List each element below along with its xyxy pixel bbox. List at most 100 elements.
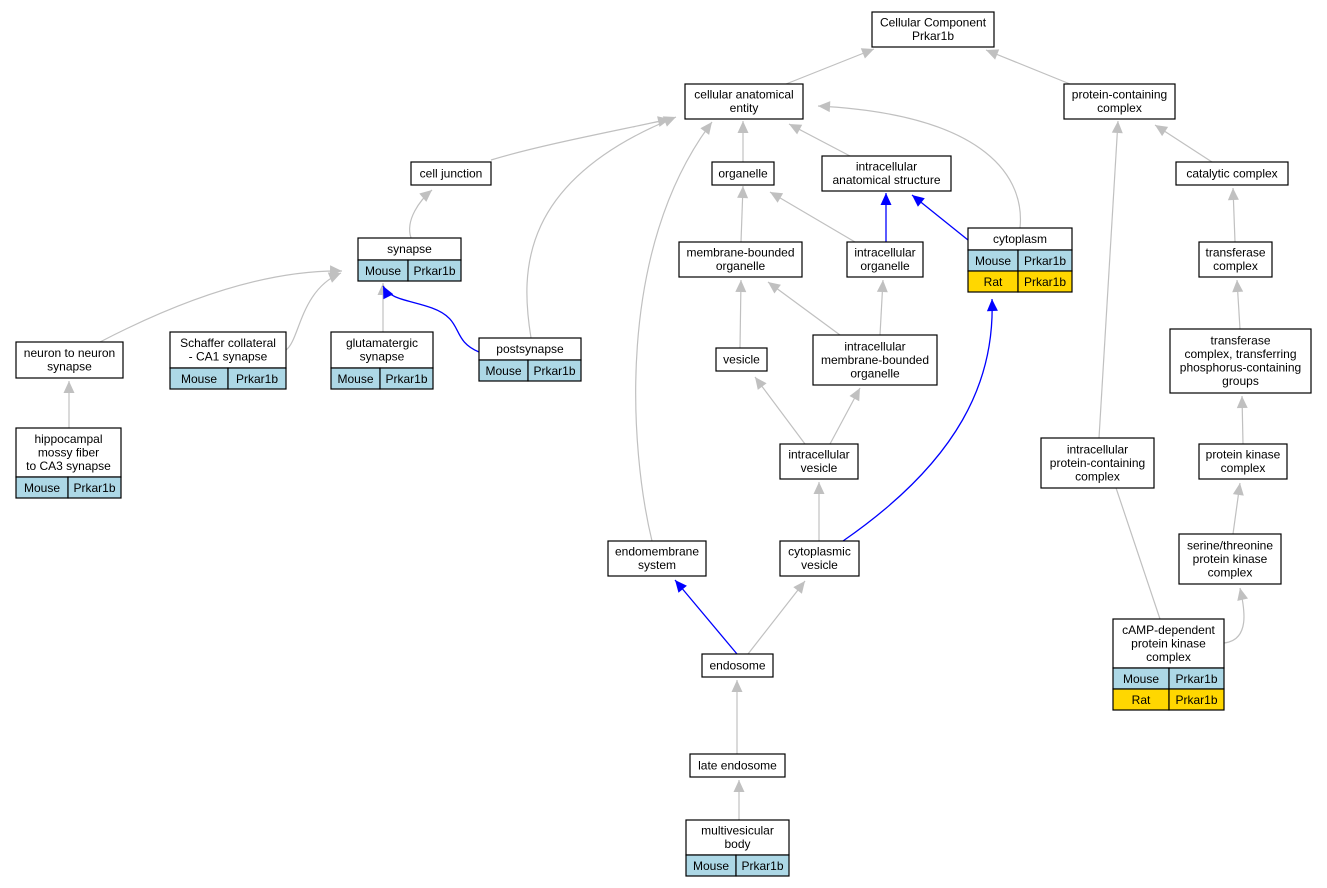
node-header-box bbox=[1198, 241, 1273, 278]
edge-endomem-to-cae bbox=[635, 121, 713, 542]
node-cell-junction[interactable]: cell junction bbox=[410, 161, 492, 186]
arrowhead bbox=[876, 280, 888, 293]
edge-line bbox=[285, 272, 342, 351]
node-label-line: cell junction bbox=[420, 166, 483, 180]
node-label-line: groups bbox=[1222, 374, 1259, 388]
edge-transferase-to-catalytic bbox=[1227, 187, 1239, 243]
arrowhead bbox=[1111, 121, 1123, 134]
node-header-box bbox=[1175, 161, 1289, 186]
node-label-line: Cellular Component bbox=[880, 16, 987, 30]
gene-cell bbox=[379, 367, 434, 390]
edge-cv-to-iv bbox=[813, 482, 825, 541]
node-label-line: anatomical structure bbox=[832, 173, 940, 187]
edge-postsyn-to-cae bbox=[526, 116, 677, 339]
species-label: Mouse bbox=[693, 859, 729, 873]
node-label-line: protein-containing bbox=[1072, 88, 1167, 102]
gene-cell bbox=[67, 476, 122, 499]
species-label: Mouse bbox=[181, 372, 217, 386]
species-label: Rat bbox=[1132, 693, 1151, 707]
node-late-endo[interactable]: late endosome bbox=[689, 753, 786, 778]
gene-cell bbox=[527, 359, 582, 382]
edge-line bbox=[817, 105, 1022, 229]
gene-label: Prkar1b bbox=[1175, 672, 1217, 686]
arrowhead bbox=[755, 377, 767, 390]
node-header-box bbox=[685, 819, 790, 856]
node-label-line: multivesicular bbox=[701, 824, 774, 838]
node-label-line: complex bbox=[1208, 565, 1253, 579]
gene-label: Prkar1b bbox=[741, 859, 783, 873]
node-label-line: entity bbox=[730, 101, 759, 115]
node-label-line: neuron to neuron bbox=[24, 346, 115, 360]
gene-label: Prkar1b bbox=[1024, 275, 1066, 289]
node-label-line: membrane-bounded bbox=[821, 353, 929, 367]
node-organelle[interactable]: organelle bbox=[711, 161, 775, 186]
edge-line bbox=[769, 191, 856, 243]
arrowhead bbox=[813, 482, 825, 494]
node-label-line: glutamatergic bbox=[346, 336, 418, 350]
arrowhead bbox=[419, 190, 432, 202]
node-label-line: serine/threonine bbox=[1187, 538, 1273, 552]
edge-line bbox=[767, 281, 841, 336]
node-header-box bbox=[871, 11, 995, 48]
edge-cytoplasm-to-ias bbox=[911, 194, 969, 241]
node-label-line: endomembrane bbox=[615, 545, 699, 559]
edge-layer bbox=[63, 48, 1248, 820]
node-header-box bbox=[846, 241, 924, 278]
node-header-box bbox=[689, 753, 786, 778]
node-header-box bbox=[169, 331, 287, 369]
node-catalytic[interactable]: catalytic complex bbox=[1175, 161, 1289, 186]
node-label-line: vesicle bbox=[801, 558, 838, 572]
edge-camp-to-stpk bbox=[1223, 587, 1248, 644]
arrowhead bbox=[986, 299, 998, 312]
node-vesicle[interactable]: vesicle bbox=[715, 347, 768, 372]
arrowhead bbox=[880, 193, 892, 205]
node-label-line: protein-containing bbox=[1050, 456, 1145, 470]
node-label-line: intracellular bbox=[788, 448, 849, 462]
edge-vesicle-to-mbo bbox=[735, 279, 747, 349]
node-header-box bbox=[1178, 533, 1282, 585]
gene-cell bbox=[1017, 270, 1073, 293]
edge-cytoplasm-to-cae bbox=[817, 101, 1022, 229]
node-label-line: intracellular bbox=[854, 246, 915, 260]
node-label-line: body bbox=[724, 837, 750, 851]
arrowhead bbox=[789, 124, 803, 135]
edge-line bbox=[409, 189, 433, 239]
edge-endosome-to-endomem bbox=[674, 579, 738, 655]
node-label-line: vesicle bbox=[801, 461, 838, 475]
edge-imbo-to-mbo bbox=[767, 281, 841, 336]
node-header-box bbox=[1112, 618, 1225, 669]
gene-label: Prkar1b bbox=[385, 372, 427, 386]
edge-endosome-to-cv bbox=[747, 580, 806, 655]
node-header-box bbox=[711, 161, 775, 186]
node-endosome[interactable]: endosome bbox=[701, 653, 774, 678]
edge-line bbox=[785, 48, 875, 85]
edge-mbo-to-organelle bbox=[737, 185, 749, 243]
node-label-line: complex bbox=[1075, 469, 1120, 483]
node-header-box bbox=[607, 540, 707, 577]
gene-label: Prkar1b bbox=[1175, 693, 1217, 707]
